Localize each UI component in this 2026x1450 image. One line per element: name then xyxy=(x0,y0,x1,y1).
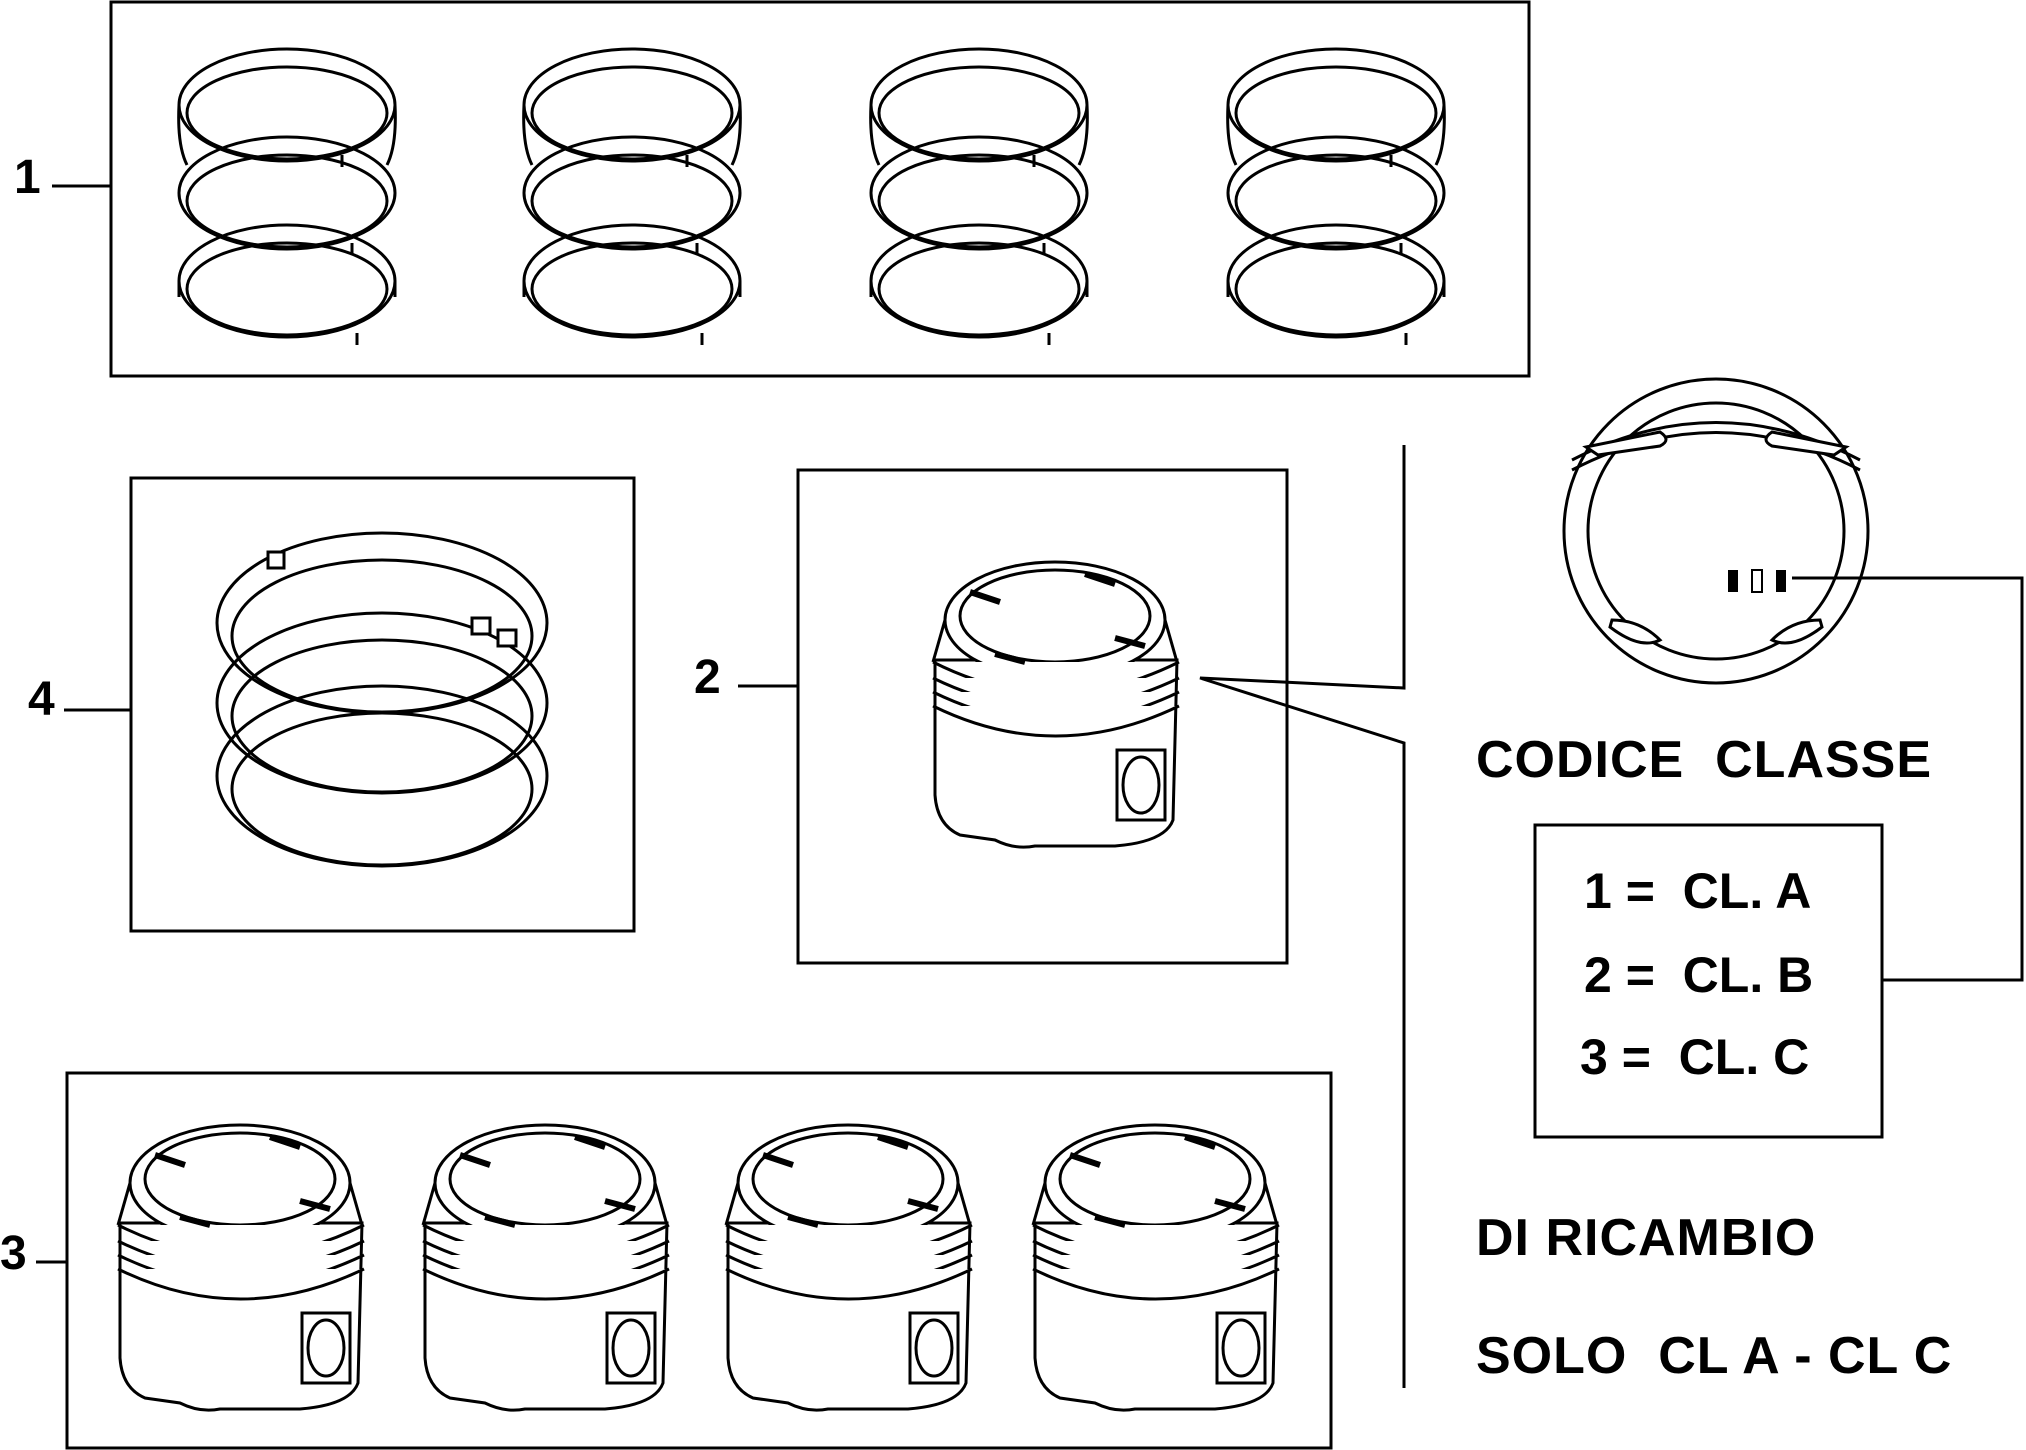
spare-note-line1: DI RICAMBIO xyxy=(1476,1209,1817,1267)
spare-note-line2: SOLO CL A - CL C xyxy=(1476,1327,1953,1385)
class-legend-a: 1 = CL. A xyxy=(1584,863,1812,919)
callout-2: 2 xyxy=(694,651,721,704)
class-code-marks xyxy=(1728,569,1786,593)
pistons-panel xyxy=(65,1071,1333,1450)
ring-set-panel xyxy=(129,476,636,933)
piston-panel xyxy=(796,468,1289,965)
class-leader xyxy=(1792,576,2024,982)
class-code-title: CODICE CLASSE xyxy=(1476,731,1933,789)
class-legend-box xyxy=(1533,823,1884,1139)
callout-3: 3 xyxy=(0,1227,27,1280)
leader-2-to-class xyxy=(1199,445,1406,1388)
piston-top-view xyxy=(1562,377,1870,685)
class-legend-c: 3 = CL. C xyxy=(1580,1029,1810,1085)
callout-4: 4 xyxy=(28,673,55,726)
class-legend-b: 2 = CL. B xyxy=(1584,947,1814,1003)
callout-1: 1 xyxy=(14,151,41,204)
ring-sets-panel xyxy=(109,0,1531,378)
